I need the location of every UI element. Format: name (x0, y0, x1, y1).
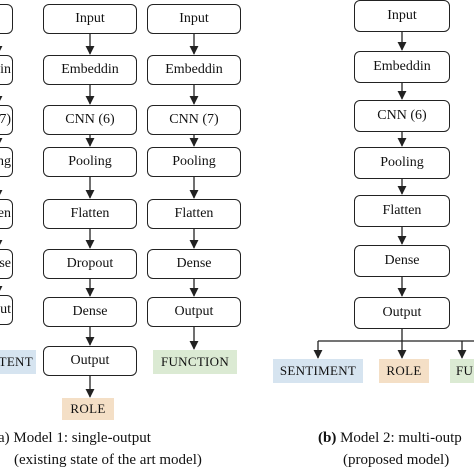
m1-sentiment-output-tag: NTENT (0, 350, 36, 374)
m1-col3-box-dense: Dense (147, 249, 241, 279)
m1-col2-box-cnn: CNN (6) (43, 105, 137, 135)
m2-box-embedding: Embeddin (354, 51, 450, 83)
m1-col1-box-pooling: ling (0, 147, 13, 177)
m2-caption-label: Model 2: multi-outp (340, 430, 462, 446)
m1-col1-box-output: put (0, 295, 13, 325)
m2-box-flatten: Flatten (354, 195, 450, 227)
m1-role-output-tag: ROLE (62, 398, 114, 420)
m1-col2-box-flatten: Flatten (43, 199, 137, 229)
m1-function-output-tag: FUNCTION (153, 350, 237, 374)
m2-role-output-tag: ROLE (379, 359, 429, 383)
m1-caption-subtitle: (existing state of the art model) (14, 452, 202, 468)
m1-col3-box-input: Input (147, 4, 241, 34)
m1-col2-box-pooling: Pooling (43, 147, 137, 177)
m1-col3-box-cnn: CNN (7) (147, 105, 241, 135)
m1-caption: a) Model 1: single-output (0, 430, 151, 446)
m2-function-output-tag: FU (450, 359, 474, 383)
m1-col1-box-cnn: (7) (0, 105, 13, 135)
m1-col2-box-output: Output (43, 346, 137, 376)
m1-col2-box-dropout: Dropout (43, 249, 137, 279)
m1-col3-box-embedding: Embeddin (147, 55, 241, 85)
m2-box-pooling: Pooling (354, 147, 450, 179)
m1-col1-box-flatten: ten (0, 199, 13, 229)
m1-col1-box-1 (0, 4, 13, 34)
m1-col3-box-flatten: Flatten (147, 199, 241, 229)
m2-caption: (b) Model 2: multi-outp (318, 430, 462, 447)
m2-box-dense: Dense (354, 245, 450, 277)
m1-col3-box-pooling: Pooling (147, 147, 241, 177)
m2-box-output: Output (354, 297, 450, 329)
m2-caption-mark: (b) (318, 430, 337, 446)
m2-box-input: Input (354, 0, 450, 32)
m1-col2-box-input: Input (43, 4, 137, 34)
m1-col1-box-embedding: ddin (0, 55, 13, 85)
m1-col3-box-output: Output (147, 297, 241, 327)
m1-col1-box-dense: nse (0, 249, 13, 279)
m1-col2-box-dense: Dense (43, 297, 137, 327)
m2-box-cnn: CNN (6) (354, 100, 450, 132)
m2-caption-subtitle: (proposed model) (343, 452, 450, 468)
m1-col2-box-embedding: Embeddin (43, 55, 137, 85)
m2-sentiment-output-tag: SENTIMENT (273, 359, 363, 383)
